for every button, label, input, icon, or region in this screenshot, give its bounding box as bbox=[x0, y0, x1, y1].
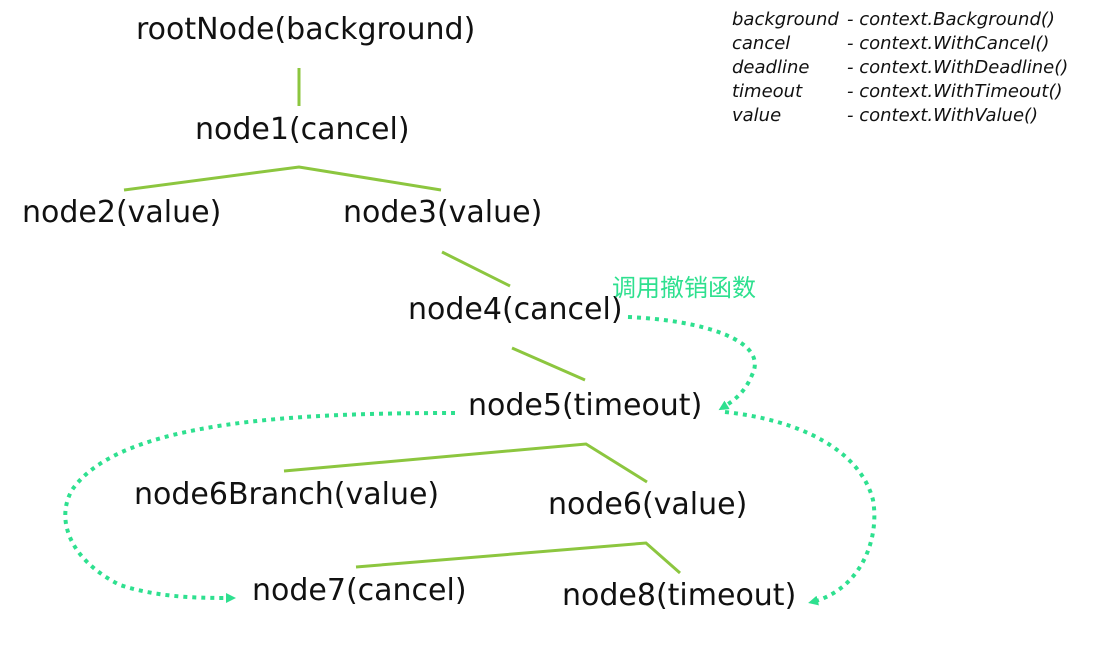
legend-row: background - context.Background() bbox=[732, 8, 1068, 32]
cancel-func-annotation: 调用撤销函数 bbox=[612, 274, 756, 302]
arrow-node4-node5 bbox=[627, 315, 757, 411]
legend-key: background bbox=[732, 9, 839, 30]
legend-key: deadline bbox=[732, 57, 810, 78]
legend-key: value bbox=[732, 105, 782, 126]
node-6: node6(value) bbox=[548, 487, 748, 522]
edge-node3-node4 bbox=[441, 250, 511, 288]
node-4: node4(cancel) bbox=[408, 292, 623, 327]
node-7: node7(cancel) bbox=[252, 573, 467, 608]
legend-value: - context.WithDeadline() bbox=[847, 57, 1069, 78]
legend-row: timeout - context.WithTimeout() bbox=[732, 80, 1068, 104]
node-3: node3(value) bbox=[343, 195, 543, 230]
tree-edges bbox=[123, 68, 681, 575]
edge-node6-children bbox=[355, 541, 681, 575]
node-6-branch: node6Branch(value) bbox=[134, 477, 440, 512]
edge-node4-node5 bbox=[511, 346, 586, 382]
edge-node5-children bbox=[283, 442, 648, 484]
node-root: rootNode(background) bbox=[136, 12, 476, 47]
legend-row: cancel - context.WithCancel() bbox=[732, 32, 1068, 56]
cancel-arrows bbox=[63, 315, 877, 606]
arrow-node5-node8 bbox=[724, 410, 877, 606]
legend-row: deadline - context.WithDeadline() bbox=[732, 56, 1068, 80]
legend-value: - context.WithValue() bbox=[847, 105, 1039, 126]
arrow-node5-node7 bbox=[63, 411, 456, 603]
legend-value: - context.Background() bbox=[847, 9, 1055, 30]
node-5: node5(timeout) bbox=[468, 388, 703, 423]
legend-value: - context.WithTimeout() bbox=[847, 81, 1063, 102]
legend: background - context.Background() cancel… bbox=[732, 8, 1068, 128]
legend-row: value - context.WithValue() bbox=[732, 104, 1068, 128]
node-1: node1(cancel) bbox=[195, 112, 410, 147]
node-2: node2(value) bbox=[22, 195, 222, 230]
edge-node1-children bbox=[123, 165, 442, 192]
legend-value: - context.WithCancel() bbox=[847, 33, 1050, 54]
node-8: node8(timeout) bbox=[562, 578, 797, 613]
legend-key: cancel bbox=[732, 33, 791, 54]
legend-key: timeout bbox=[732, 81, 803, 102]
